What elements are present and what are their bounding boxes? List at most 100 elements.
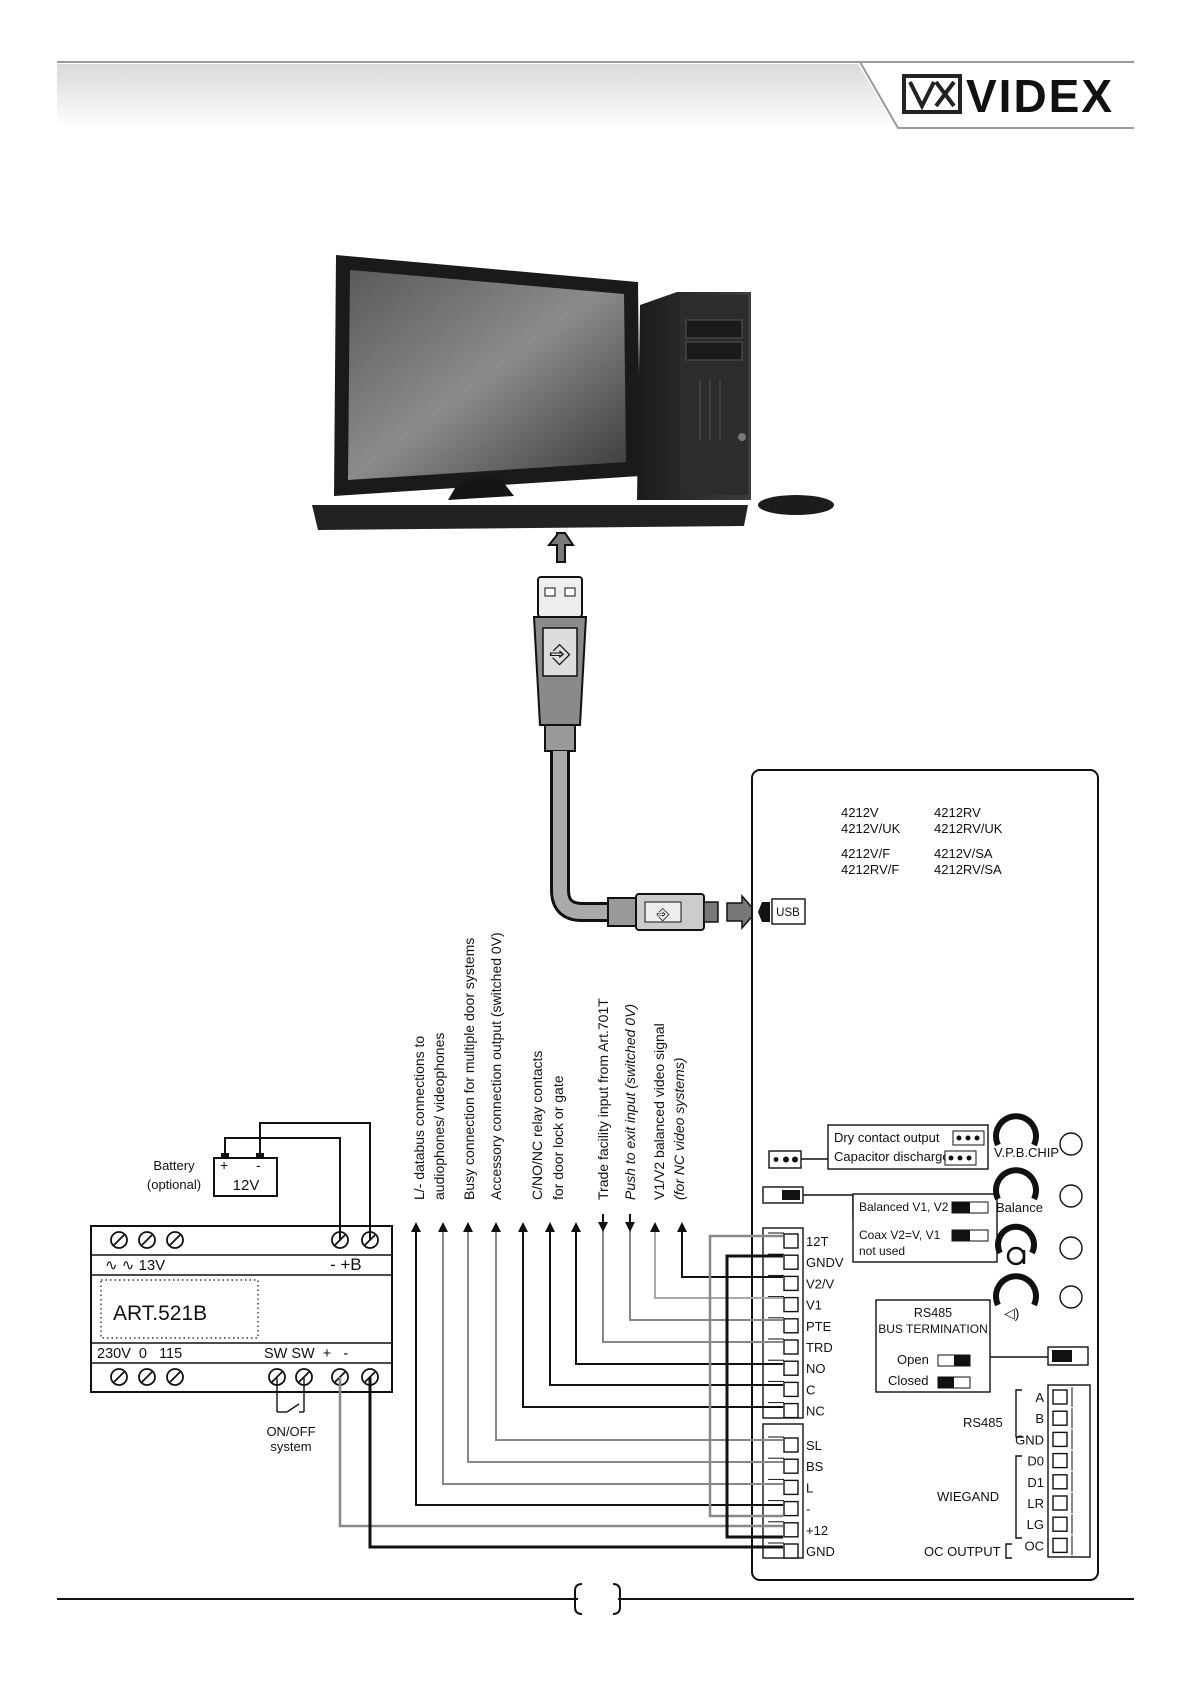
right-terminal: OC	[1025, 1535, 1073, 1556]
not-used-label: not used	[859, 1244, 905, 1258]
arrow-icon	[463, 1222, 473, 1232]
model-item: 4212RV/F	[841, 862, 899, 877]
arrow-icon	[625, 1222, 635, 1232]
open-label: Open	[897, 1352, 929, 1367]
terminal-upper: C	[768, 1380, 815, 1397]
arrow-icon	[518, 1222, 528, 1232]
computer-illustration	[312, 255, 834, 530]
coax-label: Coax V2=V, V1	[859, 1228, 941, 1242]
terminal-label: GNDV	[806, 1255, 844, 1270]
screw-terminal-icon	[138, 1231, 156, 1249]
battery-voltage: 12V	[233, 1177, 260, 1194]
model-item: 4212RV/UK	[934, 821, 1003, 836]
terminal-lower: BS	[768, 1457, 824, 1474]
wire-label: (for NC video systems)	[671, 1058, 687, 1200]
terminal-lower: +12	[768, 1521, 828, 1538]
right-terminal-label: OC	[1025, 1538, 1045, 1553]
terminal-upper: NO	[768, 1359, 826, 1376]
right-terminal: D1	[1027, 1471, 1073, 1492]
right-terminal: GND	[1015, 1429, 1073, 1450]
wire-label: Trade facility input from Art.701T	[595, 998, 611, 1200]
rs485-termination: RS485 BUS TERMINATION Open Closed	[875, 1299, 1089, 1393]
right-terminal-label: D0	[1027, 1454, 1044, 1469]
psu-bottom-left: 230V 0 115	[97, 1346, 182, 1362]
terminal-label: +12	[806, 1523, 828, 1538]
wire-label: Push to exit input (switched 0V)	[622, 1004, 638, 1200]
switch-label-1: ON/OFF	[266, 1424, 315, 1439]
bus-term-label: BUS TERMINATION	[878, 1322, 988, 1336]
terminal-upper: PTE	[768, 1317, 832, 1334]
right-terminal-label: A	[1035, 1390, 1044, 1405]
wiegand-group-label: WIEGAND	[937, 1489, 999, 1504]
videx-logo: VIDEX	[902, 70, 1114, 122]
usb-cable: ⎆ ⎆	[532, 532, 757, 931]
wire-label: Accessory connection output (switched 0V…	[488, 932, 504, 1200]
terminal-label: -	[806, 1502, 810, 1517]
battery-sub: (optional)	[147, 1177, 201, 1192]
model-item: 4212RV/SA	[934, 862, 1002, 877]
battery-plus: +	[220, 1157, 228, 1173]
terminal-lower: GND	[768, 1542, 835, 1559]
power-supply: ART.521B ∿ ∿ 13V - +B 230V 0 115 SW SW +…	[90, 1225, 393, 1454]
psu-bottom-right: SW SW + -	[264, 1346, 348, 1362]
svg-text:⎆: ⎆	[657, 906, 670, 923]
right-terminal: LR	[1027, 1493, 1073, 1513]
model-item: 4212V	[841, 805, 879, 820]
model-list: 4212V 4212RV 4212V/UK 4212RV/UK 4212V/F …	[841, 805, 1003, 877]
vpb-chip-pot: V.P.B.CHIP	[993, 1113, 1083, 1160]
right-terminal-label: LR	[1027, 1496, 1044, 1511]
usb-port: USB	[758, 898, 806, 925]
right-terminal: A	[1035, 1387, 1073, 1407]
right-terminal: D0	[1027, 1450, 1073, 1471]
rs485-title: RS485	[914, 1306, 952, 1320]
right-terminal-label: D1	[1027, 1475, 1044, 1490]
terminal-label: GND	[806, 1544, 835, 1559]
wire-label: audiophones/ videophones	[431, 1033, 447, 1200]
arrow-icon	[438, 1222, 448, 1232]
wire-label: L/- databus connections to	[411, 1036, 427, 1200]
terminal-label: SL	[806, 1438, 822, 1453]
pc-keyboard	[312, 505, 748, 530]
terminal-label: V1	[806, 1298, 822, 1313]
pc-mouse	[758, 495, 834, 515]
terminal-label: L	[806, 1480, 813, 1495]
closed-label: Closed	[888, 1373, 928, 1388]
terminal-upper: NC	[768, 1402, 825, 1419]
terminal-upper: 12T	[768, 1232, 828, 1249]
page-footer	[57, 1583, 1134, 1615]
usb-port-label: USB	[776, 907, 800, 919]
battery-label: Battery	[153, 1158, 195, 1173]
speaker-pot: ◁)	[993, 1273, 1083, 1321]
dry-contact-label: Dry contact output	[834, 1130, 940, 1145]
switch-label-2: system	[270, 1439, 311, 1454]
psu-model: ART.521B	[113, 1302, 207, 1325]
page-header: VIDEX	[57, 61, 1134, 129]
screw-terminal-icon	[166, 1368, 184, 1386]
psu-top-right: - +B	[330, 1255, 362, 1274]
terminal-upper: V2/V	[768, 1274, 835, 1291]
wires	[224, 1122, 783, 1549]
wire-label: Busy connection for multiple door system…	[461, 938, 477, 1200]
potentiometers: V.P.B.CHIP Balance ◁)	[993, 1113, 1083, 1321]
model-item: 4212V/SA	[934, 846, 993, 861]
jumper-dry-contact: Dry contact output Capacitor discharge	[768, 1124, 989, 1170]
rs485-group-label: RS485	[963, 1415, 1003, 1430]
wire-labels: L/- databus connections to audiophones/ …	[411, 932, 687, 1200]
wire-arrows	[411, 1214, 687, 1232]
volume-pot	[995, 1223, 1083, 1266]
arrow-icon	[598, 1222, 608, 1232]
balanced-label: Balanced V1, V2	[859, 1200, 949, 1214]
model-item: 4212RV	[934, 805, 981, 820]
screw-terminal-icon	[110, 1231, 128, 1249]
terminal-label: BS	[806, 1459, 824, 1474]
right-terminal: LG	[1027, 1514, 1073, 1535]
right-terminal: B	[1035, 1408, 1073, 1429]
battery-minus: -	[256, 1157, 261, 1173]
wire-label: for door lock or gate	[550, 1075, 566, 1200]
oc-group-label: OC OUTPUT	[924, 1544, 1001, 1559]
brand-name: VIDEX	[966, 70, 1114, 122]
right-terminal-label: GND	[1015, 1432, 1044, 1447]
terminal-label: PTE	[806, 1319, 832, 1334]
terminal-label: V2/V	[806, 1276, 835, 1291]
